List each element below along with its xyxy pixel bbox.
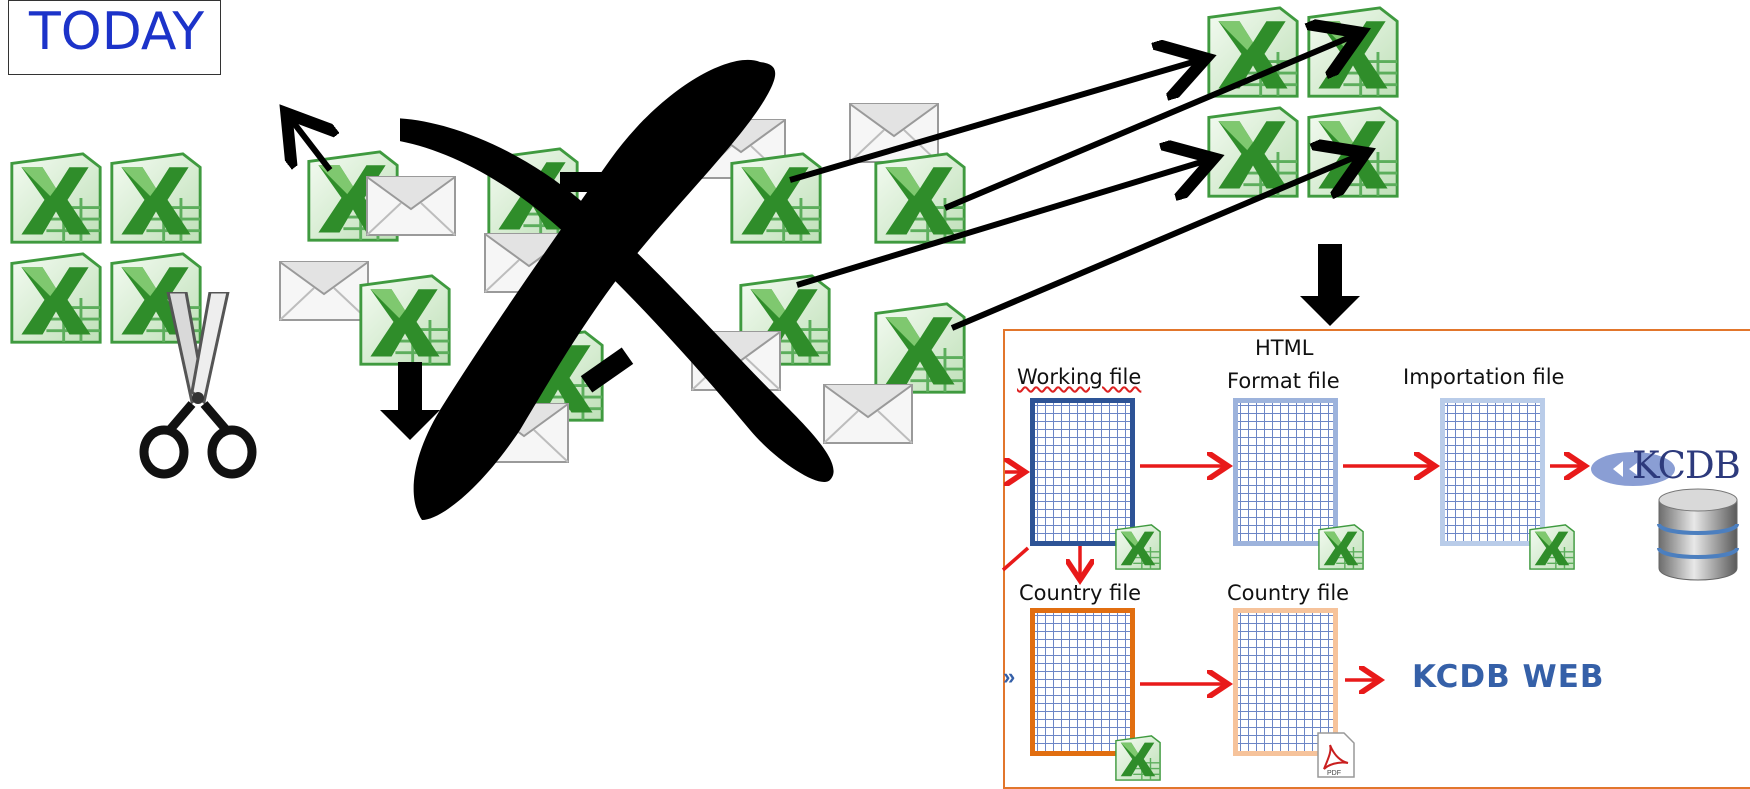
left-marker: » [1003,664,1016,689]
red-arrow [1001,546,1030,572]
database-icon [1657,488,1739,581]
scissors-icon [139,292,257,479]
pdf-file-icon: PDF [1317,732,1355,778]
cross-out-mark [400,59,834,521]
working-file-label: Working file [1017,365,1142,389]
importation-file-sheet [1440,398,1545,546]
importation-file-label: Importation file [1403,365,1565,389]
html-label: HTML [1255,336,1314,360]
pdf-label: PDF [1327,770,1341,777]
today-title: TODAY [8,0,221,75]
kcdb-logo [1591,452,1675,486]
working-file-sheet [1030,398,1135,546]
kcdb-web-label: KCDB WEB [1412,659,1605,695]
kcdb-logo-text: KCDB [1632,444,1741,487]
format-file-sheet [1233,398,1338,546]
country-file-label: Country file [1227,581,1350,605]
country-file-sheet [1030,608,1135,756]
country-file-pdf-sheet [1233,608,1338,756]
format-file-label: Format file [1227,369,1340,393]
